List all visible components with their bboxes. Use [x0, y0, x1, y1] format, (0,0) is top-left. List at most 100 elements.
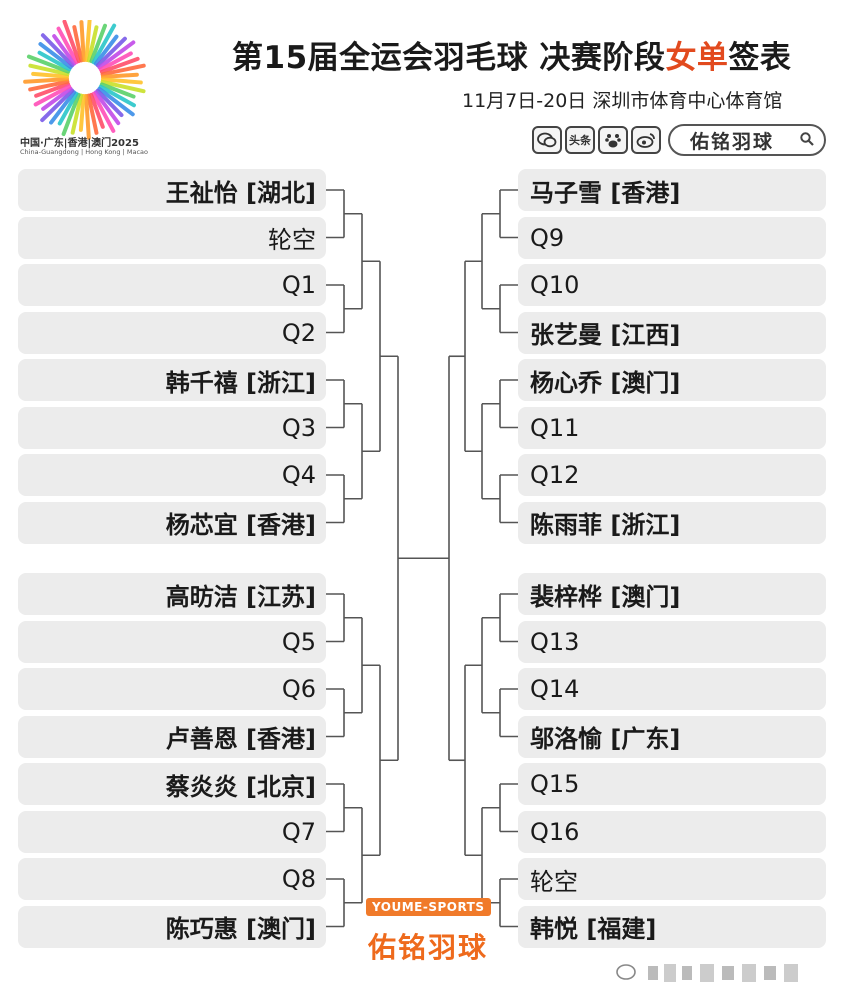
left-draw-slot: Q5	[18, 620, 326, 663]
social-icons: 头条	[532, 126, 662, 156]
logo-petal	[62, 20, 81, 64]
event-date-venue: 11月7日-20日 深圳市体育中心体育馆	[462, 90, 783, 112]
weibo-icon[interactable]	[631, 126, 661, 154]
logo-petal	[98, 84, 136, 108]
logo-petal	[79, 20, 86, 63]
logo-petal	[38, 42, 73, 70]
player-label: Q10	[530, 271, 580, 299]
left-draw-slot: Q8	[18, 858, 326, 900]
left-draw-slot: 韩千禧 [浙江]	[18, 359, 326, 401]
right-draw-slot: 陈雨菲 [浙江]	[518, 501, 826, 544]
player-label: Q8	[281, 865, 316, 893]
player-label: 轮空	[268, 226, 316, 254]
left-draw-slot: 高昉洁 [江苏]	[18, 573, 326, 615]
logo-petal	[86, 25, 99, 63]
right-draw-slot: Q12	[518, 454, 826, 496]
right-draw-slot: Q16	[518, 810, 826, 853]
logo-petal	[56, 26, 79, 65]
left-draw-slot: Q4	[18, 454, 326, 496]
logo-petal	[84, 20, 92, 63]
logo-petal	[34, 82, 71, 98]
logo-petal	[98, 51, 133, 72]
games-logo-icon	[23, 20, 146, 140]
logo-petal	[100, 63, 146, 77]
right-draw-slot: 邬洛愉 [广东]	[518, 715, 826, 758]
left-draw-slot: 陈巧惠 [澳门]	[18, 905, 326, 948]
watermark-icon	[616, 964, 798, 982]
logo-petal	[49, 90, 77, 125]
right-draw-slot: Q13	[518, 620, 826, 663]
player-label: Q4	[281, 461, 316, 489]
player-label: Q11	[530, 413, 580, 442]
logo-subtext: China-Guangdong | Hong Kong | Macao	[20, 148, 148, 156]
player-label: Q2	[281, 318, 316, 347]
logo-petal	[97, 40, 136, 70]
left-draw-slot: 卢善恩 [香港]	[18, 715, 326, 758]
player-label: 卢善恩 [香港]	[165, 725, 316, 753]
brand-english: YOUME-SPORTS	[366, 898, 491, 916]
toutiao-icon[interactable]: 头条	[565, 126, 595, 154]
left-draw-slot: 王祉怡 [湖北]	[18, 169, 326, 211]
logo-petal	[89, 23, 107, 64]
logo-petal	[72, 25, 84, 63]
logo-petal	[70, 93, 84, 135]
player-label: 马子雪 [香港]	[530, 178, 681, 207]
player-label: 陈雨菲 [浙江]	[530, 511, 681, 539]
logo-petal	[23, 77, 70, 84]
logo-petal	[78, 93, 86, 132]
right-draw-slot: 杨心乔 [澳门]	[518, 359, 826, 401]
player-label: 蔡炎炎 [北京]	[165, 772, 316, 801]
right-draw-slot: Q10	[518, 264, 826, 306]
player-label: Q16	[530, 817, 580, 846]
logo-petal	[99, 56, 140, 74]
player-label: 轮空	[530, 867, 578, 896]
search-icon	[800, 132, 814, 146]
logo-petal	[41, 86, 73, 111]
player-label: 张艺曼 [江西]	[530, 321, 681, 349]
player-label: 邬洛愉 [广东]	[530, 725, 681, 753]
player-label: 韩千禧 [浙江]	[165, 368, 316, 397]
logo-petal	[100, 79, 146, 94]
left-draw-slot: Q2	[18, 311, 326, 354]
left-draw-slot: Q1	[18, 264, 326, 306]
logo-petal	[95, 88, 124, 118]
title-accent: 女单	[665, 40, 729, 76]
logo-petal	[61, 92, 81, 137]
player-label: 陈巧惠 [澳门]	[165, 915, 316, 943]
right-draw-slot: Q14	[518, 668, 826, 710]
brand-chinese: 佑铭羽球	[368, 931, 489, 964]
logo-petal	[26, 54, 71, 74]
search-box[interactable]: 佑铭羽球	[668, 124, 826, 156]
player-label: Q15	[530, 770, 580, 798]
title-part2: 签表	[728, 40, 792, 76]
left-draw-slot: 杨芯宜 [香港]	[18, 501, 326, 544]
logo-petal	[91, 91, 116, 133]
player-label: 韩悦 [福建]	[530, 915, 657, 943]
player-label: 杨心乔 [澳门]	[530, 368, 681, 397]
wechat-icon[interactable]	[532, 126, 562, 154]
baidu-icon[interactable]	[598, 126, 628, 154]
right-draw-slot: 马子雪 [香港]	[518, 169, 826, 211]
logo-petal	[100, 77, 143, 85]
logo-petal	[57, 91, 79, 126]
left-draw-slot: Q3	[18, 406, 326, 449]
right-draw-slot: 轮空	[518, 858, 826, 900]
player-label: Q1	[281, 271, 316, 299]
player-label: Q3	[281, 413, 316, 442]
player-label: 杨芯宜 [香港]	[165, 511, 316, 539]
logo-petal	[86, 93, 99, 135]
player-label: 王祉怡 [湖北]	[165, 178, 316, 207]
logo-petal	[40, 88, 75, 123]
player-label: Q12	[530, 461, 580, 489]
left-draw-slot: Q7	[18, 810, 326, 853]
logo-petal	[28, 79, 70, 92]
title-part1: 第15届全运会羽毛球 决赛阶段	[232, 40, 666, 76]
logo-text: 中国·广东|香港|澳门2025	[20, 138, 139, 149]
logo-petal	[33, 84, 72, 107]
logo-petal	[93, 34, 119, 66]
left-draw-slot: Q6	[18, 668, 326, 710]
player-label: 裴梓桦 [澳门]	[530, 582, 681, 611]
left-draw-slot: 轮空	[18, 216, 326, 259]
logo-petal	[89, 92, 105, 129]
